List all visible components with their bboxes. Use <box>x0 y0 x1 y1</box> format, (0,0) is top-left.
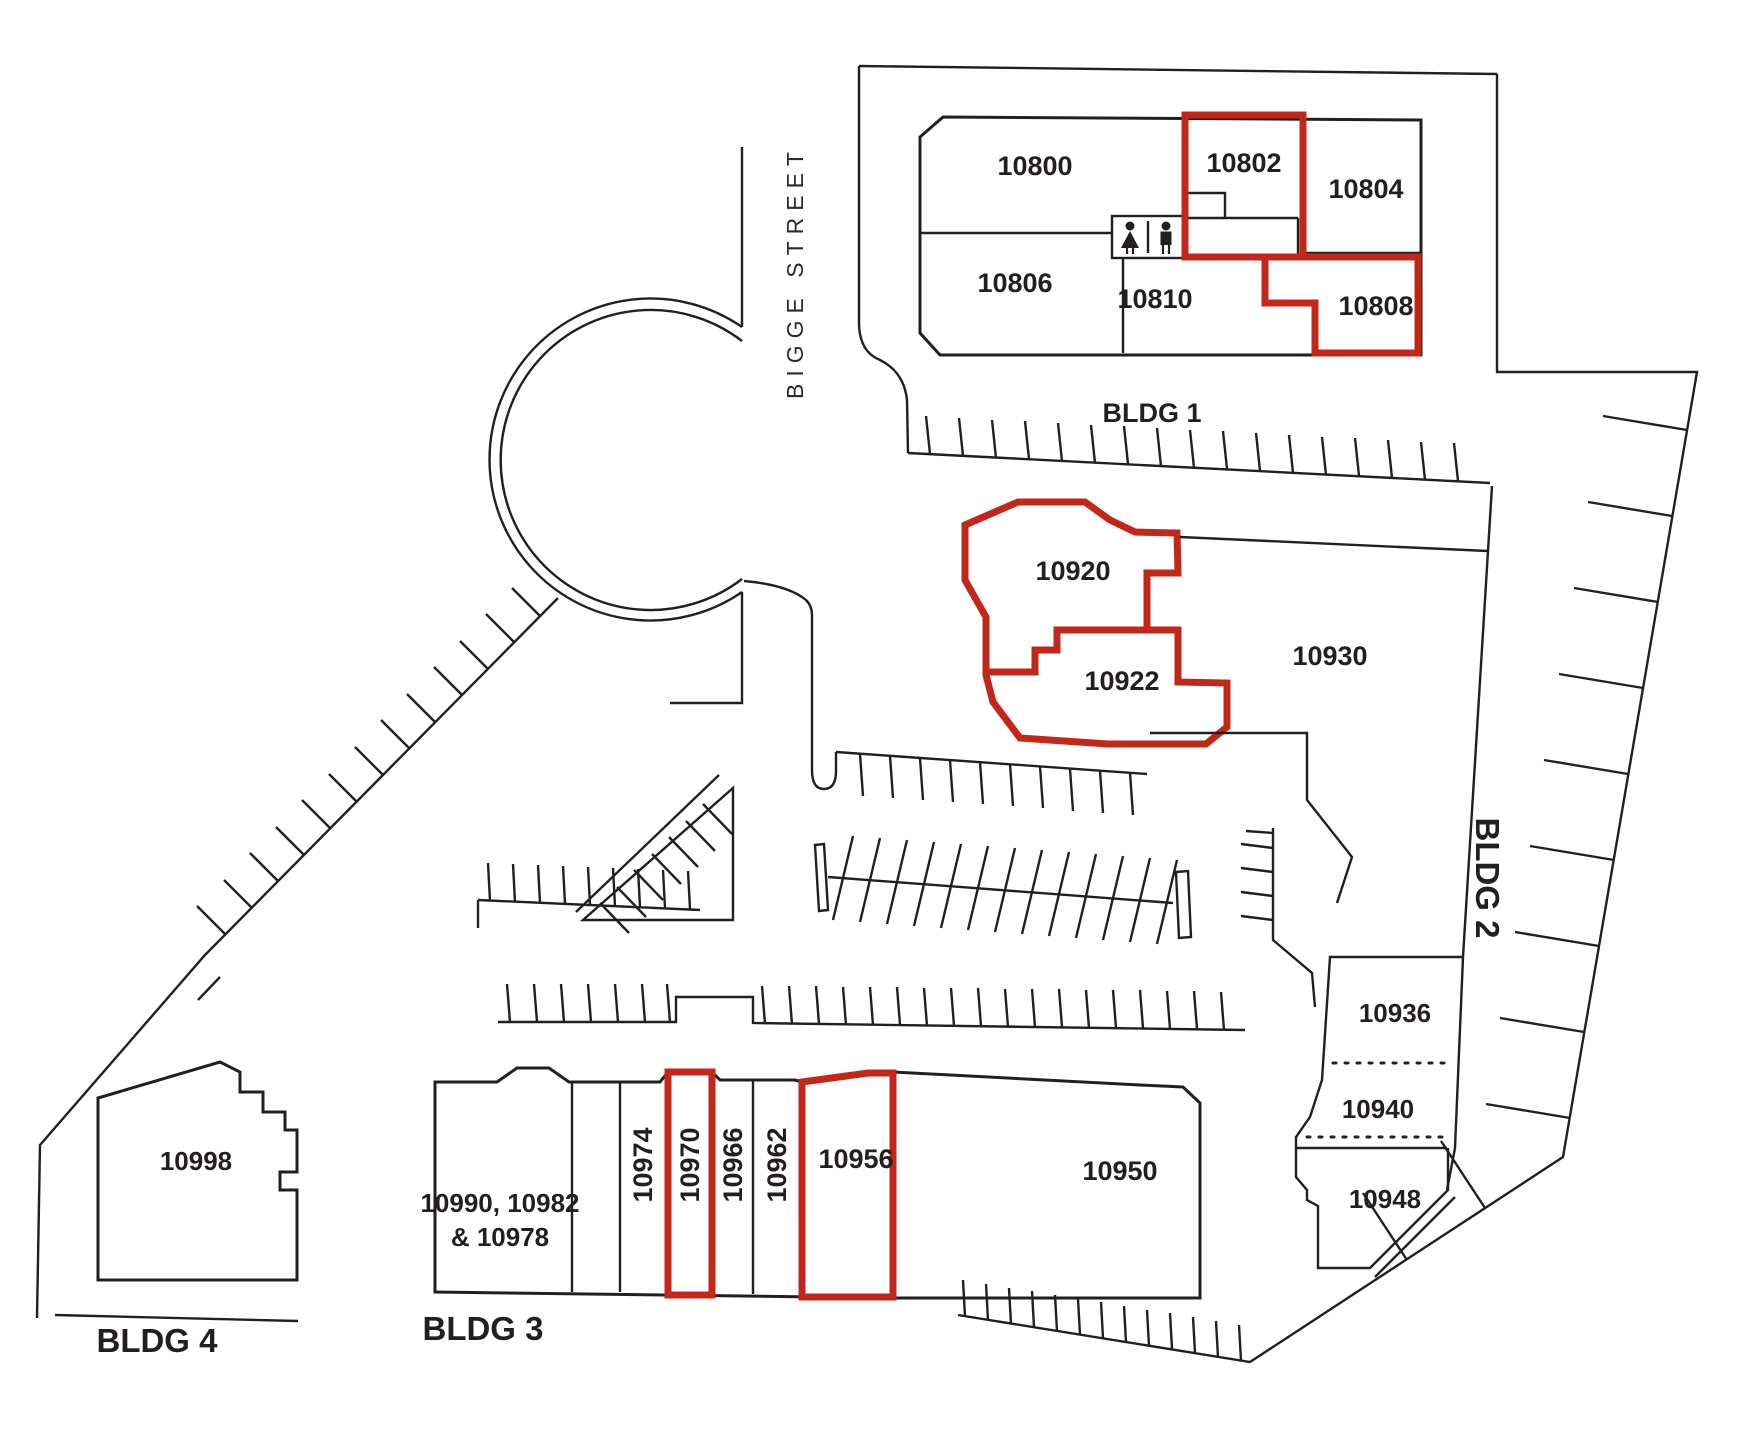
bldg1-parking-row-line <box>907 451 1491 485</box>
unit-label-10810: 10810 <box>1117 284 1192 314</box>
bldg2-left-edge <box>1445 485 1494 1191</box>
unit-label-10802: 10802 <box>1206 148 1281 178</box>
unit-label-10948: 10948 <box>1349 1184 1421 1214</box>
highlight-unit-10808 <box>1261 253 1422 357</box>
parcel-10930-top-line <box>1179 535 1489 553</box>
culdesac-outer-arc <box>488 297 743 622</box>
bldg1-label: BLDG 1 <box>1102 398 1201 428</box>
highlight-building-10920-10922-outline <box>961 498 1231 748</box>
triangle-parking-ticks <box>599 803 733 934</box>
central-aisle-island-left <box>813 842 830 913</box>
parking-end-chevron <box>1245 828 1317 1008</box>
unit-label-10970: 10970 <box>675 1127 705 1202</box>
unit-label-10940: 10940 <box>1342 1094 1414 1124</box>
right-boundary-parking-hatches <box>1361 414 1688 1261</box>
unit-label-10966: 10966 <box>718 1127 748 1202</box>
unit-label-10922: 10922 <box>1084 666 1159 696</box>
unit-label-10962: 10962 <box>762 1127 792 1202</box>
highlight-unit-10970 <box>664 1068 716 1299</box>
unit-label-10950: 10950 <box>1082 1156 1157 1186</box>
bldg1-parcel-left-boundary <box>857 66 910 454</box>
parking-end-chevron-ticks <box>1240 842 1274 922</box>
bldg1-parking-row-ticks <box>924 415 1460 482</box>
unit-label-10808: 10808 <box>1338 291 1413 321</box>
unit-label-10998: 10998 <box>160 1146 232 1176</box>
restroom-woman-icon <box>1121 221 1139 254</box>
unit-label-combo-line2: & 10978 <box>451 1222 549 1252</box>
bldg4-underline <box>54 1313 299 1323</box>
bldg1-outline <box>918 115 1423 357</box>
unit-label-10936: 10936 <box>1359 998 1431 1028</box>
triangle-parking-curb <box>575 774 720 913</box>
triangle-parking-outline <box>579 785 735 922</box>
unit-10948-outline <box>1294 1148 1456 1278</box>
restroom-man-icon <box>1160 221 1172 254</box>
central-aisle-stall-ticks <box>831 835 1179 945</box>
highlight-unit-10956 <box>798 1069 897 1301</box>
unit-label-10804: 10804 <box>1328 174 1403 204</box>
driveway-left-edge <box>670 592 744 705</box>
site-top-boundary <box>858 64 1498 76</box>
driveway-parking-row-line <box>835 750 1148 776</box>
nw-diagonal-parking-ticks <box>196 587 541 935</box>
unit-label-10800: 10800 <box>997 151 1072 181</box>
bldg3-parking-row-line <box>498 995 1246 1032</box>
left-boundary-stub <box>197 976 221 1001</box>
driveway-right-edge <box>743 579 838 791</box>
culdesac-inner-arc <box>499 308 743 612</box>
site-right-boundary <box>957 74 1699 1364</box>
central-aisle-island-right <box>1174 869 1193 940</box>
unit-10998-outline <box>96 1060 299 1282</box>
bldg3-parking-row-ticks <box>505 983 1226 1031</box>
unit-label-10956: 10956 <box>818 1144 893 1174</box>
highlight-divider-10920-10922 <box>986 626 1178 676</box>
unit-label-10920: 10920 <box>1035 556 1110 586</box>
driveway-parking-row-ticks <box>858 753 1135 816</box>
parcel-10930-bottom-lines <box>1150 731 1354 904</box>
highlight-unit-10802 <box>1181 111 1307 261</box>
central-aisle-line <box>827 875 1174 905</box>
center-left-row-ticks <box>486 862 692 910</box>
block-10936-outline <box>1294 955 1463 1148</box>
street-label: BIGGE STREET <box>782 145 808 399</box>
unit-label-combo-line1: 10990, 10982 <box>420 1188 579 1218</box>
unit-label-10974: 10974 <box>628 1127 658 1202</box>
bldg3-label: BLDG 3 <box>422 1310 543 1347</box>
bldg4-label: BLDG 4 <box>96 1322 218 1359</box>
unit-label-10806: 10806 <box>977 268 1052 298</box>
bldg2-label: BLDG 2 <box>1469 817 1506 938</box>
unit-10802-inner-lines <box>1187 191 1300 255</box>
site-left-boundary <box>35 597 559 1319</box>
unit-label-10930: 10930 <box>1292 641 1367 671</box>
bldg3-dividers <box>570 1080 755 1294</box>
